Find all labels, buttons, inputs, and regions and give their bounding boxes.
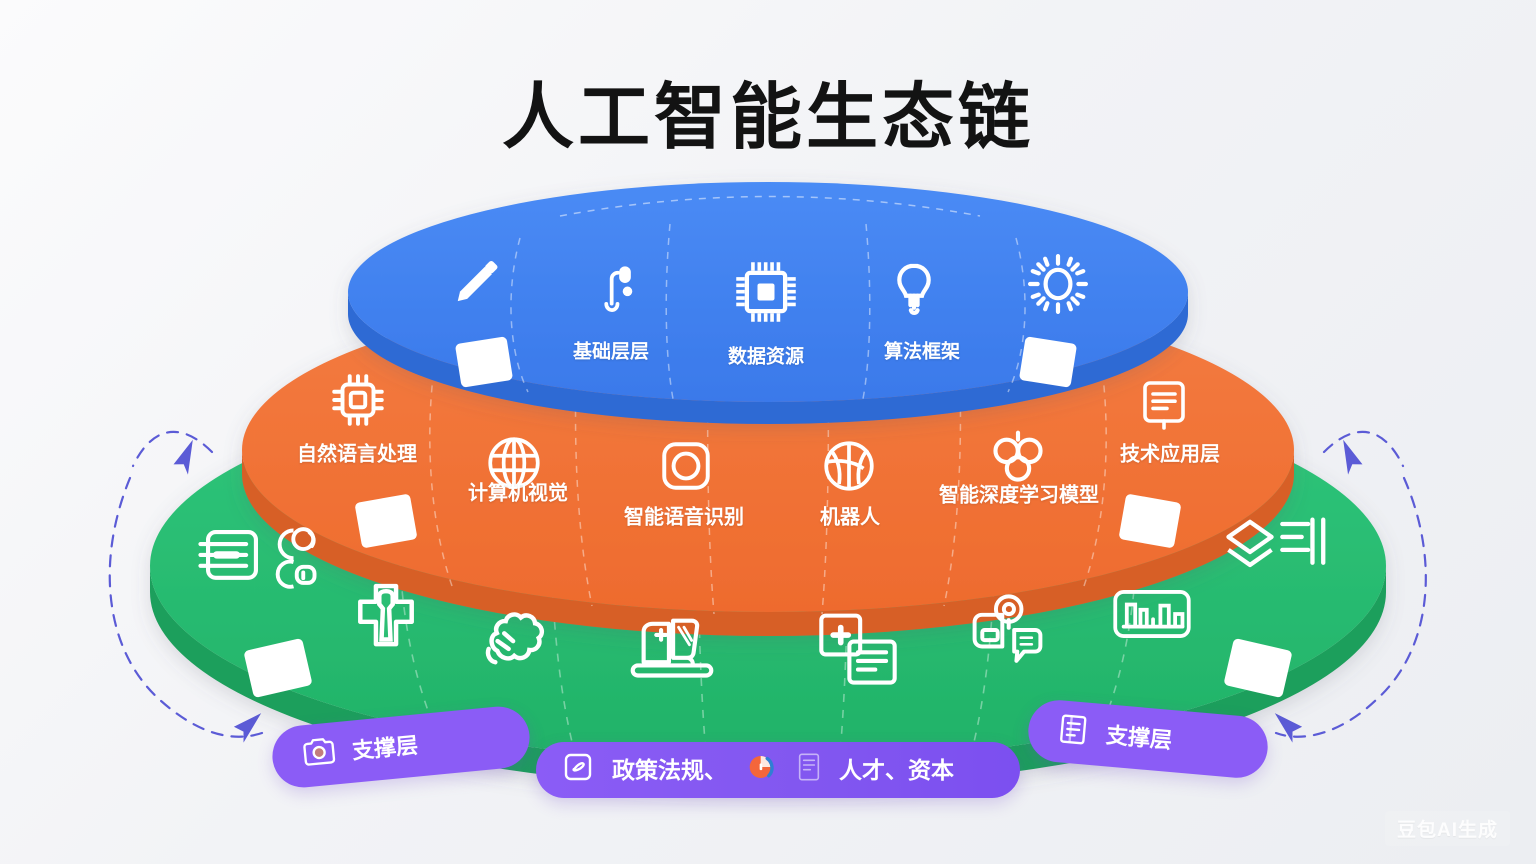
pen-icon [451,255,505,309]
finance-chart-icon [1222,515,1334,589]
book-support-icon [1057,711,1092,754]
medical-cross-icon [350,576,422,652]
service-chat-icon [968,590,1056,670]
chip-module-icon [327,369,389,431]
doc-lines-decor-icon [797,752,821,788]
globe-grid-icon [483,432,545,494]
document-list-icon [195,523,269,589]
basketball-icon [820,437,878,495]
flow-arrow-heads [173,439,1363,743]
support-pill-right-label: 支撑层 [1105,722,1174,754]
chat-bubbles-icon [274,523,326,589]
support-bar-label-two: 人才、资本 [839,756,954,783]
hospital-sign-icon [812,607,904,689]
factory-icon [1110,586,1194,642]
support-pill-right[interactable]: 支撑层 [1025,697,1271,781]
support-pill-left[interactable]: 支撑层 [269,703,533,791]
lightbulb-icon [887,260,941,320]
document-text-icon [1136,376,1192,432]
neural-cloud-icon [986,424,1050,486]
policy-doc-icon [562,751,594,789]
cpu-chip-icon [732,258,800,326]
capital-pie-icon [745,750,779,790]
flow-arrows [108,430,1427,738]
support-bar-label-one: 政策法规、 [612,756,727,783]
camera-support-icon [301,735,338,774]
education-tree-icon [482,604,562,676]
support-bar-center[interactable]: 政策法规、 人才、资本 [536,742,1020,798]
layer-connector-tabs [244,336,1292,698]
sun-icon [1027,253,1089,315]
support-pill-left-label: 支撑层 [350,732,420,764]
camera-lens-icon [657,437,715,495]
microphone-icon [595,260,645,316]
page-title: 人工智能生态链 [501,78,1034,158]
foundation-separators [510,195,1026,405]
workstation-icon [624,608,720,688]
watermark: 豆包AI生成 [1384,811,1510,846]
